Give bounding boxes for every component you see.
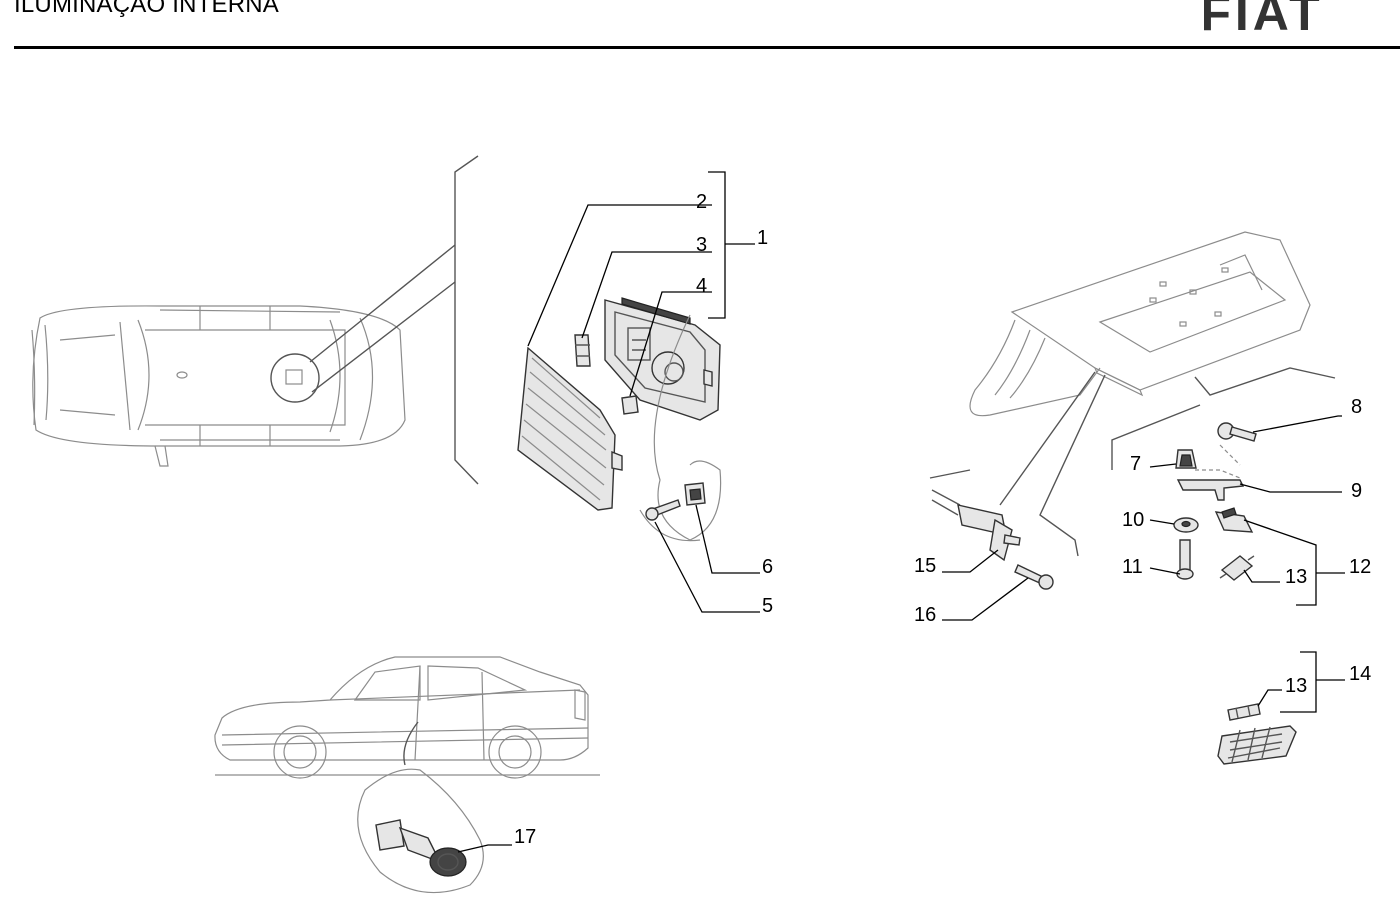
bulb-part-4 [621,395,639,415]
bracket-part-9 [1176,479,1245,501]
rear-lamp-part-14 [1217,725,1297,765]
brand-logo-text: FIAT [1204,0,1320,34]
callout-13-trunk: 13 [1285,566,1307,588]
callout-14: 14 [1349,663,1371,685]
callout-17: 17 [514,826,536,848]
door-pillar-switch-part-17 [375,819,467,877]
callout-2: 2 [696,191,707,213]
bulb-part-3 [574,334,591,367]
car-top-view [31,305,406,467]
lamp-holder-part-12 [1214,507,1254,533]
screw-part-11 [1176,539,1194,580]
screw-part-5 [645,499,681,521]
header-divider [14,46,1400,49]
group-bracket-12 [1243,519,1317,606]
callout-15: 15 [914,555,936,577]
car-side-view [214,656,600,779]
group-bracket-1 [708,171,726,319]
callout-6: 6 [762,556,773,578]
group-bracket-14 [1280,651,1317,713]
detail-bubble-outline [653,314,722,541]
lamp-housing [604,297,721,421]
trunk-lid-view [929,231,1336,557]
zoom-leader-lines [309,155,479,485]
screw-part-16 [1014,564,1054,590]
callout-5: 5 [762,595,773,617]
callout-10: 10 [1122,509,1144,531]
bulb-part-13-rear [1227,703,1261,721]
dome-light-assembly [517,171,760,613]
callout-1: 1 [757,227,768,249]
clip-part-7 [1175,449,1197,469]
callout-4: 4 [696,275,707,297]
clip-part-6 [684,482,706,506]
pillar-switch-detail [357,768,484,894]
lens-part-2 [517,346,623,511]
callout-9: 9 [1351,480,1362,502]
bulb-part-13-trunk [1219,555,1255,581]
brand-logo: FIAT [1204,0,1320,34]
dome-light-location-circle [270,353,320,403]
door-switch-part-15 [931,489,1021,562]
callout-12: 12 [1349,556,1371,578]
zoom-arrow-17 [403,721,419,766]
screw-part-8 [1217,422,1257,442]
washer-part-10 [1173,517,1199,533]
page-title: ILUMINAÇÃO INTERNA [14,0,279,18]
callout-16: 16 [914,604,936,626]
callout-7: 7 [1130,453,1141,475]
callout-13-rear: 13 [1285,675,1307,697]
callout-11: 11 [1122,556,1143,578]
callout-8: 8 [1351,396,1362,418]
callout-3: 3 [696,234,707,256]
